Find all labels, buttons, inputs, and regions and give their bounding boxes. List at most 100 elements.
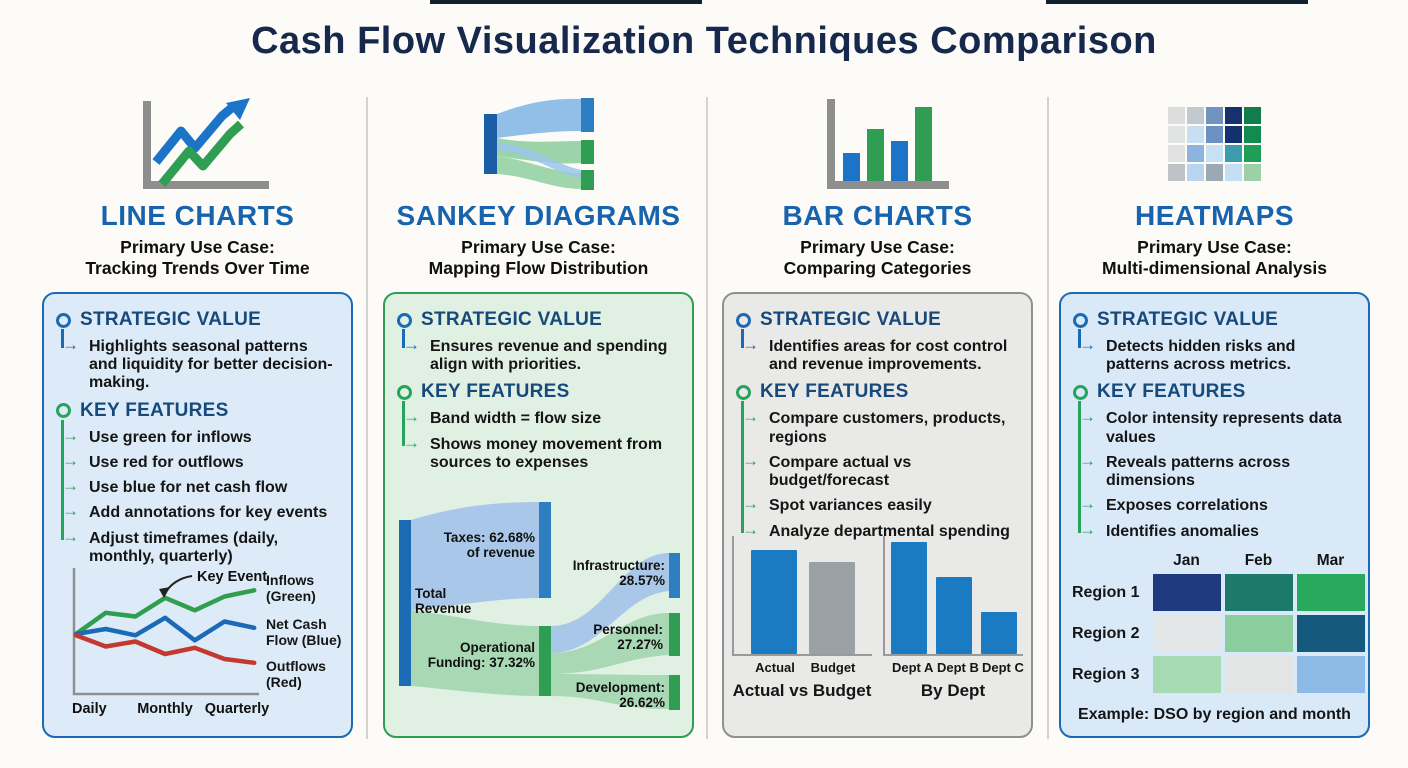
arrow-icon: → bbox=[1079, 407, 1096, 427]
section-dot-icon bbox=[736, 312, 751, 328]
heatmap-cell-Region 1-Mar bbox=[1296, 574, 1365, 611]
bar-category-label: Budget bbox=[810, 660, 856, 675]
arrow-icon: → bbox=[742, 494, 759, 514]
heatmap-cell-Region 1-Feb bbox=[1224, 574, 1293, 611]
bar-Actual bbox=[751, 550, 797, 654]
sankey-label-infrastructure: Infrastructure: 28.57% bbox=[572, 558, 665, 589]
top-edge-artifact bbox=[1046, 0, 1308, 4]
key-features-section: KEY FEATURES →Band width = flow size →Sh… bbox=[397, 381, 680, 472]
use-case-text: Multi-dimensional Analysis bbox=[1102, 258, 1327, 278]
heatmap-icon-cell bbox=[1244, 145, 1261, 162]
bar-Dept B bbox=[936, 577, 972, 654]
heatmap-icon-cell bbox=[1168, 107, 1185, 124]
column-bar-charts: BAR CHARTS Primary Use Case: Comparing C… bbox=[722, 96, 1033, 744]
top-edge-artifact bbox=[430, 0, 702, 4]
line-charts-card: STRATEGIC VALUE →Highlights seasonal pat… bbox=[42, 292, 353, 738]
use-case: Primary Use Case: Tracking Trends Over T… bbox=[42, 237, 353, 279]
heatmap-icon bbox=[1059, 96, 1370, 192]
strategic-value-section: STRATEGIC VALUE →Detects hidden risks an… bbox=[1073, 309, 1356, 374]
arrow-icon: → bbox=[742, 519, 759, 539]
arrow-icon: → bbox=[1079, 450, 1096, 470]
heatmap-row-label: Region 3 bbox=[1071, 665, 1140, 683]
section-dot-icon bbox=[397, 312, 412, 328]
column-heatmaps: HEATMAPS Primary Use Case: Multi-dimensi… bbox=[1059, 96, 1370, 744]
sankey-icon bbox=[383, 96, 694, 192]
node-development bbox=[669, 675, 680, 710]
feature-item: →Identifies anomalies bbox=[1073, 513, 1356, 541]
page-title: Cash Flow Visualization Techniques Compa… bbox=[251, 20, 1157, 62]
heatmap-icon-cell bbox=[1187, 164, 1204, 181]
use-case-label: Primary Use Case: bbox=[800, 237, 955, 257]
section-dot-icon bbox=[736, 384, 751, 400]
arrow-icon: → bbox=[1079, 335, 1096, 354]
line-series-Outflows bbox=[73, 633, 257, 666]
node-infrastructure bbox=[669, 553, 680, 598]
sankey-label-development: Development: 26.62% bbox=[575, 680, 665, 711]
heatmap-cell-Region 3-Feb bbox=[1224, 656, 1293, 693]
key-features-section: KEY FEATURES →Compare customers, product… bbox=[736, 381, 1019, 540]
line-series-Inflows bbox=[73, 588, 257, 637]
heatmap-icon-cell bbox=[1168, 126, 1185, 143]
use-case-text: Tracking Trends Over Time bbox=[85, 258, 310, 278]
section-heading: KEY FEATURES bbox=[760, 381, 909, 403]
bar-charts-card: STRATEGIC VALUE →Identifies areas for co… bbox=[722, 292, 1033, 738]
section-heading: KEY FEATURES bbox=[1097, 381, 1246, 403]
heatmap-row-label: Region 1 bbox=[1071, 583, 1140, 601]
node-personnel bbox=[669, 613, 680, 656]
column-sankey-diagrams: SANKEY DIAGRAMS Primary Use Case: Mappin… bbox=[383, 96, 694, 744]
sankey-label-taxes: Taxes: 62.68% of revenue bbox=[443, 530, 535, 561]
sankey-card: STRATEGIC VALUE →Ensures revenue and spe… bbox=[383, 292, 694, 738]
node-total-revenue bbox=[399, 520, 411, 686]
section-dot-icon bbox=[1073, 312, 1088, 328]
strategic-value-text: →Identifies areas for cost control and r… bbox=[736, 328, 1019, 374]
arrow-icon: → bbox=[62, 526, 79, 546]
sankey-example: Total Revenue Taxes: 62.68% of revenue O… bbox=[397, 498, 682, 726]
feature-item: →Shows money movement from sources to ex… bbox=[397, 426, 680, 472]
heatmap-icon-cell bbox=[1225, 107, 1242, 124]
heatmap-col-header: Jan bbox=[1173, 552, 1200, 569]
column-title: LINE CHARTS bbox=[100, 200, 295, 231]
series-label-inflows: Inflows (Green) bbox=[266, 572, 316, 605]
arrow-icon: → bbox=[1079, 494, 1096, 514]
section-heading: STRATEGIC VALUE bbox=[80, 309, 262, 330]
heatmap-icon-cell bbox=[1168, 164, 1185, 181]
feature-item: →Use red for outflows bbox=[56, 444, 339, 473]
heatmap-cell-Region 3-Jan bbox=[1152, 656, 1221, 693]
use-case: Primary Use Case: Comparing Categories bbox=[722, 237, 1033, 279]
feature-item: →Use green for inflows bbox=[56, 419, 339, 448]
heatmap-col-header: Mar bbox=[1316, 552, 1345, 569]
use-case-text: Mapping Flow Distribution bbox=[428, 258, 649, 278]
heatmap-cell-Region 2-Mar bbox=[1296, 615, 1365, 652]
arrow-icon: → bbox=[62, 335, 79, 354]
x-tick: Monthly bbox=[137, 701, 193, 717]
heatmap-icon-cell bbox=[1187, 126, 1204, 143]
heatmaps-card: STRATEGIC VALUE →Detects hidden risks an… bbox=[1059, 292, 1370, 738]
heatmap-icon-cell bbox=[1244, 107, 1261, 124]
heatmap-icon-cell bbox=[1206, 126, 1223, 143]
strategic-value-text: →Ensures revenue and spending align with… bbox=[397, 328, 680, 374]
series-label-outflows: Outflows (Red) bbox=[266, 658, 326, 691]
bar-chart-caption: By Dept bbox=[920, 681, 986, 700]
series-label-net-cash-flow: Net Cash Flow (Blue) bbox=[266, 616, 342, 649]
feature-item: →Analyze departmental spending bbox=[736, 513, 1019, 541]
heatmap-icon-cell bbox=[1225, 164, 1242, 181]
heatmap-caption: Example: DSO by region and month bbox=[1078, 706, 1351, 723]
feature-item: →Add annotations for key events bbox=[56, 495, 339, 523]
column-title: BAR CHARTS bbox=[782, 200, 973, 231]
bar-Dept A bbox=[891, 541, 927, 654]
key-event-annotation: Key Event bbox=[197, 569, 267, 585]
heatmap-cell-Region 1-Jan bbox=[1152, 574, 1221, 611]
bar-category-label: Dept C bbox=[982, 660, 1024, 675]
heatmap-icon-cell bbox=[1168, 145, 1185, 162]
heatmap-row-label: Region 2 bbox=[1071, 624, 1140, 642]
feature-item: →Exposes correlations bbox=[1073, 488, 1356, 516]
use-case-text: Comparing Categories bbox=[783, 258, 972, 278]
arrow-icon: → bbox=[62, 476, 79, 496]
heatmap-icon-cell bbox=[1244, 164, 1261, 181]
section-heading: STRATEGIC VALUE bbox=[760, 309, 942, 330]
arrow-icon: → bbox=[62, 425, 79, 445]
heatmap-icon-cell bbox=[1225, 126, 1242, 143]
use-case: Primary Use Case: Multi-dimensional Anal… bbox=[1059, 237, 1370, 279]
section-heading: KEY FEATURES bbox=[80, 399, 229, 421]
node-operational-funding bbox=[539, 626, 551, 696]
